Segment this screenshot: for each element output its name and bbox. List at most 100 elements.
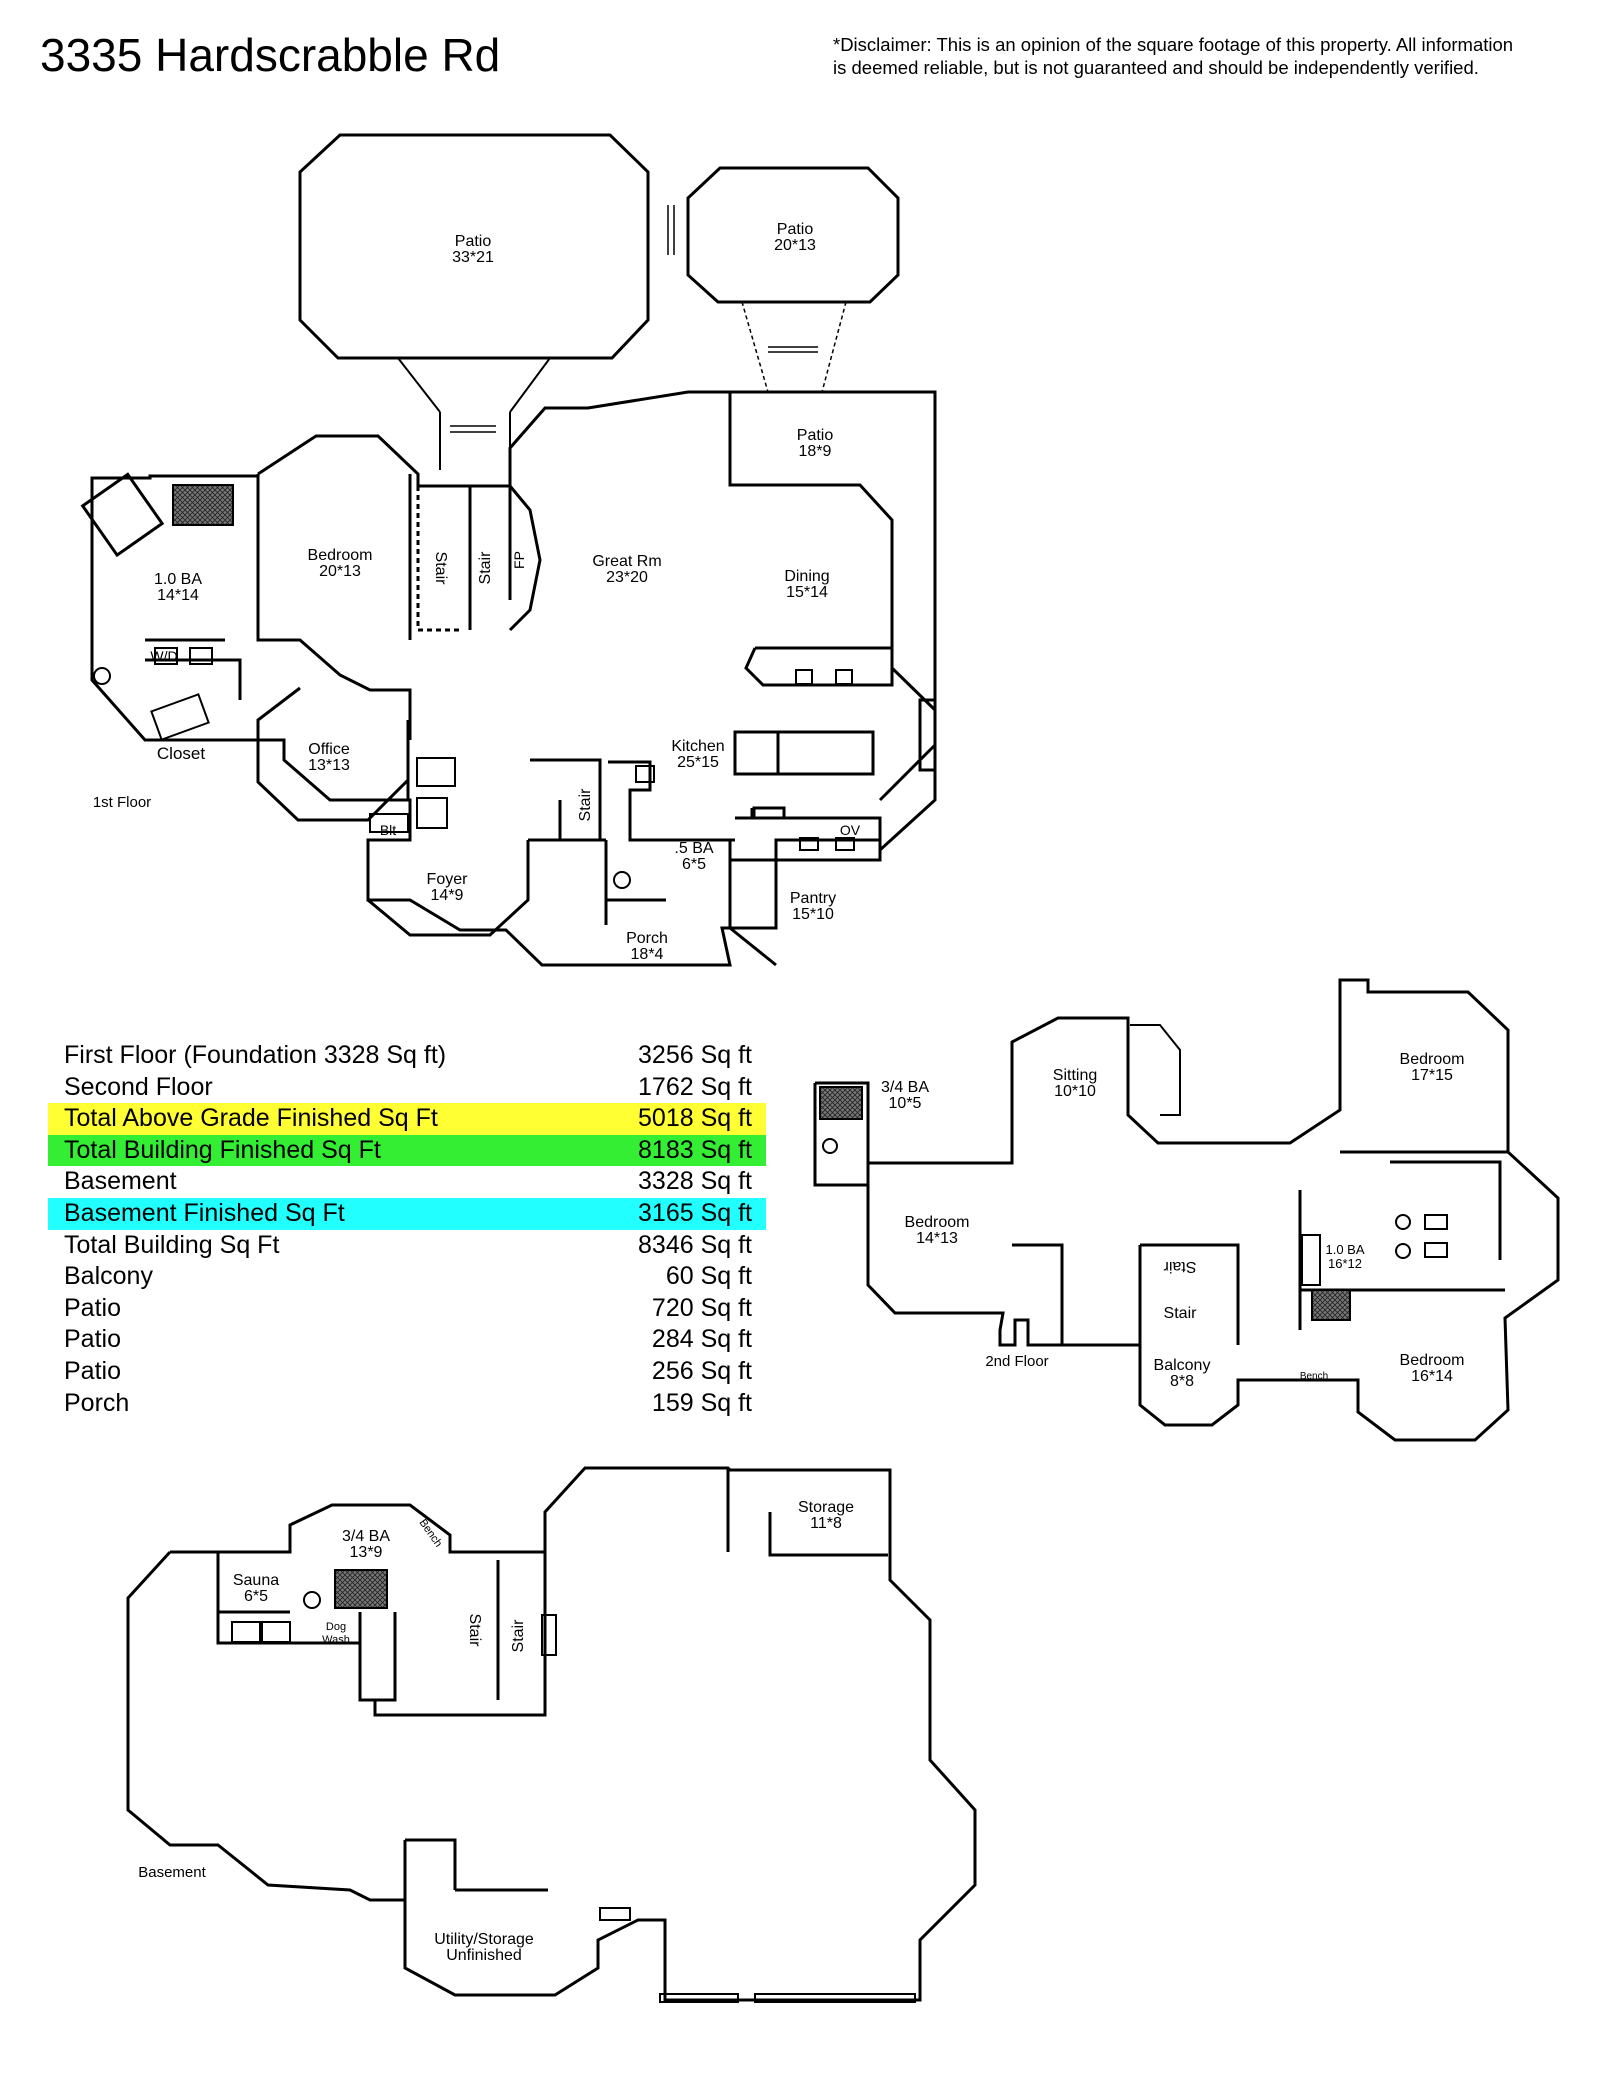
sauna-name: Sauna	[233, 1572, 279, 1589]
base-stair-2: Stair	[510, 1619, 527, 1653]
dog-wash-1: Dog	[326, 1621, 346, 1633]
great-rm-name: Great Rm	[592, 553, 661, 570]
summary-label: Porch	[64, 1388, 130, 1417]
bedroom-c-name: Bedroom	[1400, 1352, 1465, 1369]
storage-dim: 11*8	[810, 1515, 842, 1532]
bedroom-c-dim: 16*14	[1411, 1368, 1453, 1385]
dog-wash-2: Wash	[322, 1634, 350, 1646]
first-floor-plan	[80, 133, 937, 967]
fp-label: FP	[511, 551, 527, 569]
stair-label-2: Stair	[477, 551, 494, 585]
summary-row: Basement Finished Sq Ft 3165 Sq ft	[48, 1197, 766, 1230]
bath-name: 1.0 BA	[154, 571, 202, 588]
patio-b-outline	[686, 166, 900, 304]
patio-b-steps	[667, 205, 847, 393]
patio-a-name: Patio	[455, 233, 492, 250]
base-bath-dim: 13*9	[350, 1544, 383, 1561]
ov-label: OV	[840, 822, 861, 838]
summary-value: 1762 Sq ft	[638, 1072, 752, 1101]
summary-label: First Floor (Foundation 3328 Sq ft)	[64, 1041, 447, 1069]
sitting-dim: 10*10	[1054, 1083, 1096, 1100]
office-dim: 13*13	[308, 757, 350, 774]
summary-value: 3256 Sq ft	[638, 1041, 752, 1069]
summary-label: Basement	[64, 1167, 177, 1196]
basement-outer-wall	[126, 1466, 977, 2002]
patio-b-dim: 20*13	[774, 237, 816, 254]
bath-dim: 14*14	[157, 587, 199, 604]
base-bath-name: 3/4 BA	[342, 1528, 390, 1545]
pantry-dim: 15*10	[792, 906, 834, 923]
patio-a-walkway	[397, 357, 551, 470]
disclaimer-line-2: is deemed reliable, but is not guarantee…	[833, 57, 1479, 78]
kitchen-name: Kitchen	[671, 738, 724, 755]
storage-name: Storage	[798, 1499, 854, 1516]
stair-2-flipped: Stair	[1163, 1258, 1197, 1275]
sitting-name: Sitting	[1053, 1067, 1097, 1084]
bath10-dim: 16*12	[1328, 1256, 1362, 1271]
first-floor-label: 1st Floor	[93, 794, 151, 811]
summary-row: First Floor (Foundation 3328 Sq ft) 3256 …	[48, 1040, 766, 1072]
bedroom-a-name: Bedroom	[1400, 1051, 1465, 1068]
summary-value: 256 Sq ft	[651, 1356, 752, 1385]
summary-value: 3328 Sq ft	[638, 1167, 752, 1196]
patio-a-dim: 33*21	[452, 249, 494, 266]
porch-name: Porch	[626, 930, 668, 947]
summary-label: Balcony	[64, 1262, 153, 1291]
dining-dim: 15*14	[786, 584, 828, 601]
great-rm-dim: 23*20	[606, 569, 648, 586]
second-floor-plan	[813, 978, 1560, 1442]
utility-1: Utility/Storage	[434, 1931, 534, 1948]
wd-label: W/D	[150, 648, 177, 664]
base-stair-1: Stair	[466, 1614, 483, 1648]
summary-value: 5018 Sq ft	[638, 1104, 752, 1133]
bedroom-name: Bedroom	[308, 547, 373, 564]
summary-row: Balcony 60 Sq ft	[48, 1261, 766, 1293]
balcony-name: Balcony	[1154, 1357, 1211, 1374]
stair-label-1: Stair	[432, 552, 449, 586]
closet-name: Closet	[157, 744, 205, 763]
first-floor-outer-wall	[90, 390, 937, 967]
patio-c-dim: 18*9	[799, 443, 832, 460]
porch-dim: 18*4	[631, 946, 664, 963]
bedroom-dim: 20*13	[319, 563, 361, 580]
summary-row: Patio 256 Sq ft	[48, 1356, 766, 1388]
summary-value: 3165 Sq ft	[638, 1198, 752, 1227]
summary-label: Patio	[64, 1356, 121, 1385]
bedroom-b-name: Bedroom	[905, 1214, 970, 1231]
half-bath-name: .5 BA	[674, 840, 713, 857]
half-bath-dim: 6*5	[682, 856, 706, 873]
office-name: Office	[308, 741, 350, 758]
summary-label: Total Building Finished Sq Ft	[64, 1135, 381, 1164]
summary-row: Basement 3328 Sq ft	[48, 1166, 766, 1198]
summary-value: 8346 Sq ft	[638, 1230, 752, 1259]
summary-value: 284 Sq ft	[651, 1325, 752, 1354]
basement-label: Basement	[138, 1864, 206, 1881]
summary-row: Total Above Grade Finished Sq Ft 5018 Sq …	[48, 1103, 766, 1135]
summary-label: Patio	[64, 1293, 121, 1322]
second-floor-label: 2nd Floor	[985, 1353, 1048, 1370]
stair-label-3: Stair	[577, 788, 594, 822]
summary-row: Total Building Finished Sq Ft 8183 Sq ft	[48, 1134, 766, 1167]
summary-value: 8183 Sq ft	[638, 1135, 752, 1164]
bath10-name: 1.0 BA	[1325, 1242, 1364, 1257]
summary-label: Basement Finished Sq Ft	[64, 1198, 345, 1227]
bedroom-b-dim: 14*13	[916, 1230, 958, 1247]
pantry-name: Pantry	[790, 890, 836, 907]
patio-b-name: Patio	[777, 221, 814, 238]
summary-label: Total Above Grade Finished Sq Ft	[64, 1104, 438, 1133]
balcony-dim: 8*8	[1170, 1373, 1194, 1390]
bench-label-2: Bench	[1300, 1371, 1328, 1382]
bedroom-a-dim: 17*15	[1411, 1067, 1453, 1084]
blt-label: Blt	[380, 822, 396, 838]
sauna-dim: 6*5	[244, 1588, 268, 1605]
kitchen-dim: 25*15	[677, 754, 719, 771]
foyer-name: Foyer	[427, 871, 469, 888]
patio-a-outline	[298, 133, 650, 360]
summary-value: 60 Sq ft	[665, 1262, 752, 1291]
